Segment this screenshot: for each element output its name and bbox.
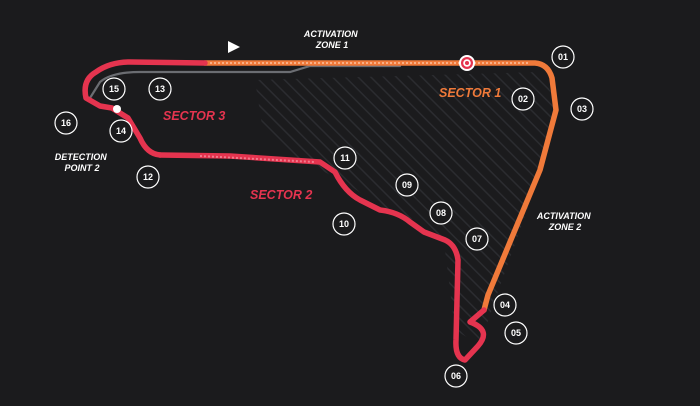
sector-3-track [82, 59, 208, 158]
turn-number: 11 [340, 153, 350, 163]
detection-target-icon [459, 55, 475, 71]
turn-number: 16 [61, 118, 71, 128]
turn-number: 04 [500, 300, 510, 310]
sector-2-highlight [199, 155, 316, 163]
turn-markers: 01 02 03 04 05 06 07 08 09 10 11 12 13 14 15 16 [54, 45, 594, 388]
turn-circle [333, 146, 357, 170]
turn-circle [429, 201, 453, 225]
turn-number: 14 [116, 126, 126, 136]
turn-circle [493, 293, 517, 317]
sector-1-track [202, 60, 559, 313]
turn-circle [136, 165, 160, 189]
turn-number: 01 [558, 52, 568, 62]
turn-number: 09 [402, 180, 412, 190]
activation-zone-2-label: ACTIVATION ZONE 2 [536, 211, 593, 232]
turn-circle [395, 173, 419, 197]
turn-08-marker: 08 [429, 201, 453, 225]
turn-14-marker: 14 [109, 119, 133, 143]
turn-circle [504, 321, 528, 345]
turn-13-marker: 13 [148, 77, 172, 101]
turn-number: 13 [155, 84, 165, 94]
turn-09-marker: 09 [395, 173, 419, 197]
turn-10-marker: 10 [332, 212, 356, 236]
turn-number: 12 [143, 172, 153, 182]
turn-15-marker: 15 [102, 77, 126, 101]
turn-number: 07 [472, 234, 482, 244]
turn-number: 10 [339, 219, 349, 229]
sector-2-track [157, 152, 487, 363]
turn-number: 05 [511, 328, 521, 338]
turn-11-marker: 11 [333, 146, 357, 170]
turn-circle [511, 87, 535, 111]
start-flag-icon [228, 41, 240, 53]
turn-12-marker: 12 [136, 165, 160, 189]
turn-03-marker: 03 [570, 97, 594, 121]
turn-number: 08 [436, 208, 446, 218]
detection-point-2-label: DETECTION POINT 2 [55, 152, 110, 173]
turn-circle [551, 45, 575, 69]
turn-07-marker: 07 [465, 227, 489, 251]
turn-circle [148, 77, 172, 101]
turn-circle [54, 111, 78, 135]
turn-01-marker: 01 [551, 45, 575, 69]
turn-circle [465, 227, 489, 251]
turn-circle [332, 212, 356, 236]
sector-1-label: SECTOR 1 [439, 86, 501, 100]
turn-06-marker: 06 [444, 364, 468, 388]
pit-lane [88, 64, 402, 100]
turn-circle [444, 364, 468, 388]
turn-16-marker: 16 [54, 111, 78, 135]
turn-05-marker: 05 [504, 321, 528, 345]
sector-3-label: SECTOR 3 [163, 109, 225, 123]
turn-number: 15 [109, 84, 119, 94]
infield-area [255, 72, 555, 345]
turn-04-marker: 04 [493, 293, 517, 317]
turn-number: 03 [577, 104, 587, 114]
turn-number: 02 [518, 94, 528, 104]
turn-circle [570, 97, 594, 121]
turn-circle [109, 119, 133, 143]
sector-2-label: SECTOR 2 [250, 188, 312, 202]
turn-02-marker: 02 [511, 87, 535, 111]
activation-zone-1-label: ACTIVATION ZONE 1 [303, 29, 360, 50]
detection-point-icon [113, 105, 121, 113]
turn-number: 06 [451, 371, 461, 381]
turn-circle [102, 77, 126, 101]
